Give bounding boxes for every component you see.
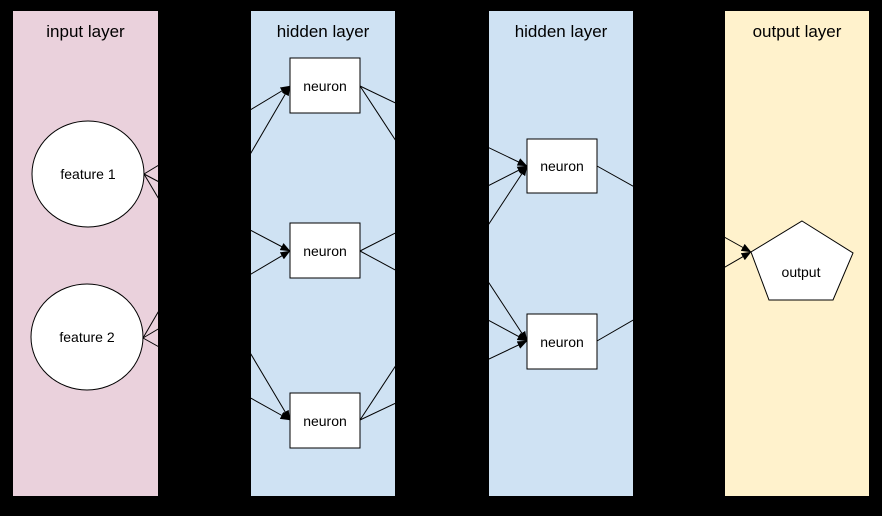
- node-label-feature-2: feature 2: [59, 329, 114, 345]
- edge-h1-neuron-1-to-h2-neuron-2: [359, 85, 528, 342]
- node-h2-neuron-1: [526, 138, 598, 194]
- edge-h2-neuron-2-to-output: [596, 251, 752, 342]
- edge-h2-neuron-1-to-output: [596, 165, 752, 253]
- layer-panel-hidden-2: [489, 11, 633, 496]
- nodes: [30, 57, 854, 449]
- node-label-feature-1: feature 1: [60, 166, 115, 182]
- node-label-h2-neuron-2: neuron: [540, 334, 584, 350]
- node-h2-neuron-2: [526, 313, 598, 370]
- node-label-h1-neuron-3: neuron: [303, 413, 347, 429]
- layer-titles: input layer hidden layer hidden layer ou…: [46, 22, 841, 41]
- edge-feature-1-to-h1-neuron-1: [143, 85, 291, 175]
- edge-h1-neuron-2-to-h2-neuron-1: [359, 165, 528, 252]
- edge-h1-neuron-3-to-h2-neuron-1: [359, 165, 528, 421]
- node-label-h1-neuron-2: neuron: [303, 243, 347, 259]
- edge-h1-neuron-1-to-h2-neuron-1: [359, 85, 528, 167]
- node-labels: feature 1 feature 2 neuron neuron neuron…: [59, 78, 820, 429]
- layer-title-output: output layer: [753, 22, 842, 41]
- edges: [142, 85, 752, 421]
- edge-h1-neuron-2-to-h2-neuron-2: [359, 250, 528, 342]
- edge-feature-1-to-h1-neuron-2: [143, 173, 291, 252]
- layer-title-input: input layer: [46, 22, 125, 41]
- edge-h1-neuron-3-to-h2-neuron-2: [359, 340, 528, 421]
- node-h1-neuron-1: [289, 57, 361, 114]
- node-feature-1: [31, 120, 145, 228]
- node-feature-2: [30, 283, 144, 391]
- layer-title-hidden-1: hidden layer: [277, 22, 370, 41]
- edge-feature-1-to-h1-neuron-3: [143, 173, 291, 421]
- layer-panel-input: [13, 11, 158, 496]
- node-label-output: output: [782, 264, 821, 280]
- edge-feature-2-to-h1-neuron-1: [142, 85, 291, 339]
- node-h1-neuron-2: [289, 222, 361, 279]
- edge-feature-2-to-h1-neuron-2: [142, 250, 291, 339]
- node-output: [750, 220, 854, 301]
- node-label-h1-neuron-1: neuron: [303, 78, 347, 94]
- layer-title-hidden-2: hidden layer: [515, 22, 608, 41]
- edge-feature-2-to-h1-neuron-3: [142, 337, 291, 421]
- node-label-h2-neuron-1: neuron: [540, 158, 584, 174]
- node-h1-neuron-3: [289, 392, 361, 449]
